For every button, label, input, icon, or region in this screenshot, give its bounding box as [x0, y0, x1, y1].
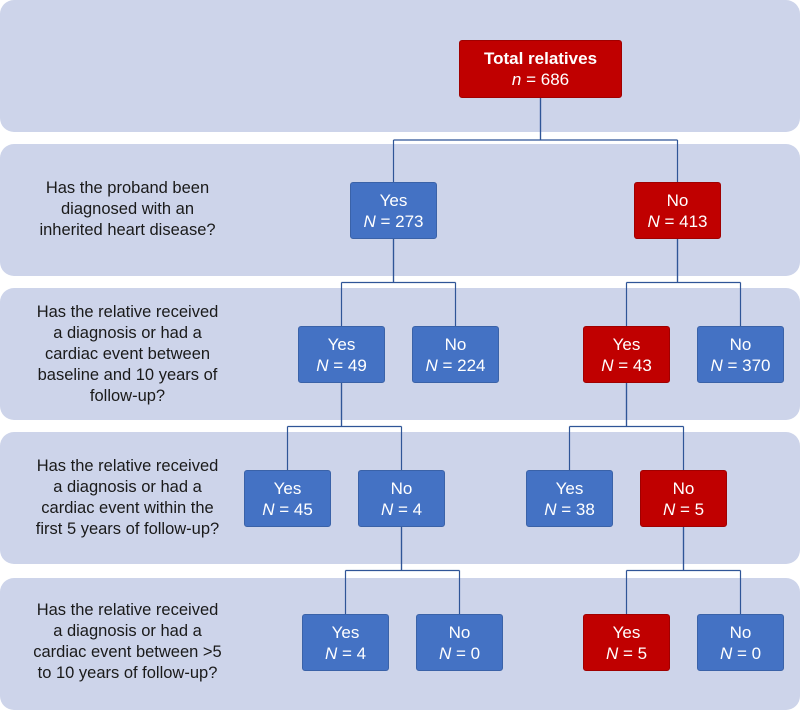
node-value: 4	[356, 643, 367, 663]
node-value: 43	[632, 355, 652, 375]
node-variable: N	[316, 355, 329, 375]
question-line: baseline and 10 years of	[37, 366, 218, 384]
node-variable: N	[324, 643, 338, 663]
node-value: 0	[470, 643, 481, 663]
question-line: a diagnosis or had a	[53, 324, 202, 342]
question-line: first 5 years of follow-up?	[35, 520, 220, 538]
node-value: 224	[457, 355, 486, 375]
node-label: No	[448, 622, 471, 642]
node-value: 5	[637, 643, 648, 663]
node-variable: N	[425, 355, 438, 375]
node-label: No	[390, 478, 413, 498]
question-line: a diagnosis or had a	[53, 478, 202, 496]
node-label: Yes	[331, 622, 360, 642]
node-value: 273	[395, 211, 424, 231]
band-root	[0, 0, 800, 132]
node-value: 38	[575, 499, 595, 519]
question-line: Has the relative received	[36, 457, 219, 475]
node-value: 686	[540, 70, 570, 89]
question-line: diagnosed with an	[60, 200, 194, 218]
question-line: Has the relative received	[36, 303, 219, 321]
question-line: to 10 years of follow-up?	[37, 664, 218, 682]
question-line: Has the relative received	[36, 601, 219, 619]
node-variable: N	[544, 499, 557, 519]
node-value: 0	[751, 643, 762, 663]
node-value: 49	[347, 355, 367, 375]
node-variable: N	[662, 499, 676, 519]
node-label: Yes	[327, 334, 356, 354]
question-line: inherited heart disease?	[39, 221, 216, 239]
question-line: a diagnosis or had a	[53, 622, 202, 640]
question-diagnosis-first-5-years: Has the relative received a diagnosis or …	[10, 456, 245, 540]
node-value: 370	[742, 355, 771, 375]
question-line: cardiac event between	[44, 345, 211, 363]
node-variable: N	[710, 355, 723, 375]
node-value: 413	[679, 211, 708, 231]
question-line: Has the proband been	[45, 179, 210, 197]
node-label: Yes	[273, 478, 302, 498]
node-variable: n	[511, 70, 522, 89]
node-label: Yes	[555, 478, 584, 498]
node-variable: N	[438, 643, 452, 663]
question-diagnosis-10-years: Has the relative received a diagnosis or …	[10, 302, 245, 407]
question-line: cardiac event within the	[41, 499, 214, 517]
node-value: 5	[694, 499, 705, 519]
node-variable: N	[647, 211, 660, 231]
node-value: 45	[293, 499, 313, 519]
node-label: Yes	[612, 334, 641, 354]
question-line: cardiac event between >5	[33, 643, 222, 661]
node-label: Yes	[379, 190, 408, 210]
node-variable: N	[380, 499, 394, 519]
node-label: No	[729, 334, 752, 354]
node-value: 4	[412, 499, 423, 519]
node-label: Yes	[612, 622, 641, 642]
node-variable: N	[363, 211, 376, 231]
node-label: Total relatives	[483, 49, 598, 68]
question-line: follow-up?	[89, 387, 166, 405]
question-diagnosis-5-to-10-years: Has the relative received a diagnosis or …	[10, 600, 245, 684]
node-variable: N	[601, 355, 614, 375]
node-label: No	[729, 622, 752, 642]
node-variable: N	[605, 643, 619, 663]
node-variable: N	[719, 643, 733, 663]
node-label: No	[444, 334, 467, 354]
question-proband-diagnosed: Has the proband been diagnosed with an inh…	[10, 178, 245, 241]
node-variable: N	[262, 499, 275, 519]
node-label: No	[672, 478, 695, 498]
node-label: No	[666, 190, 689, 210]
